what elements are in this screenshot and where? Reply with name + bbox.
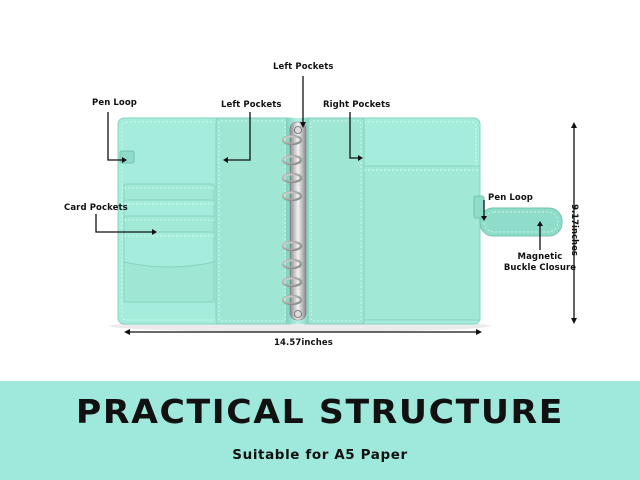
banner-subtitle: Suitable for A5 Paper <box>232 447 408 463</box>
label-left-pockets-top: Left Pockets <box>273 62 334 72</box>
label-width-dimension: 14.57inches <box>274 338 333 348</box>
right-full-pocket <box>307 117 365 325</box>
label-magnetic: Magnetic <box>517 252 563 262</box>
banner-title: PRACTICAL STRUCTURE <box>75 392 565 431</box>
label-pen-loop-left: Pen Loop <box>92 98 137 108</box>
label-right-pockets: Right Pockets <box>323 100 391 110</box>
right-pocket <box>363 165 481 321</box>
card-pockets <box>123 183 215 303</box>
label-buckle-closure: Buckle Closure <box>503 263 577 273</box>
label-card-pockets: Card Pockets <box>64 203 128 213</box>
ring-mechanism <box>281 121 307 321</box>
left-full-pocket <box>215 117 289 325</box>
leader-lines <box>95 76 575 333</box>
magnetic-buckle-strap <box>473 195 563 237</box>
title-banner <box>0 381 640 480</box>
label-pen-loop-right: Pen Loop <box>488 193 533 203</box>
label-left-pockets-mid: Left Pockets <box>221 100 282 110</box>
label-height-dimension: 9.17inches <box>569 204 579 256</box>
